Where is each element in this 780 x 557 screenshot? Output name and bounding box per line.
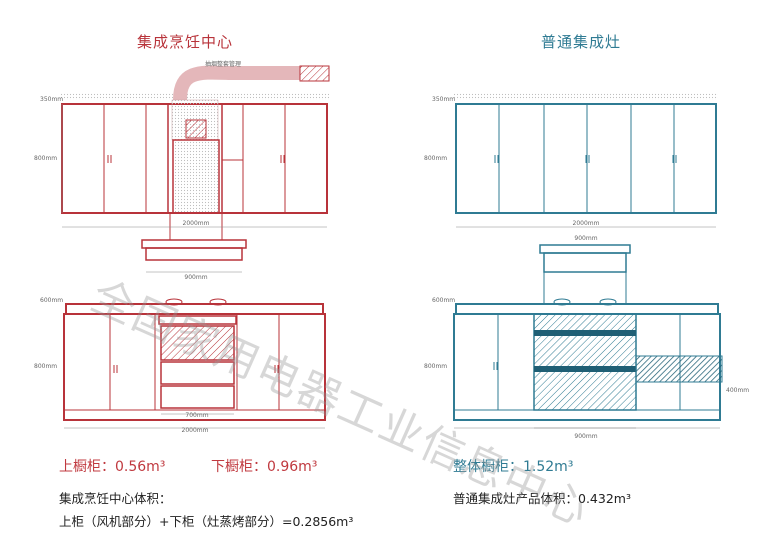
upper-cabinet-label: 上橱柜： [59, 459, 115, 475]
right-top-dim-350: 350mm [432, 96, 455, 103]
right-top-dim-2000: 2000mm [573, 220, 600, 227]
left-bottom-dim-2000: 2000mm [182, 427, 209, 434]
left-upper-cabinets [61, 65, 330, 273]
left-lower-cabinets [63, 298, 326, 429]
left-bottom-dim-600: 600mm [40, 297, 63, 304]
duct-label: 抽烟整套管理 [205, 60, 241, 68]
left-top-dim-900: 900mm [184, 274, 207, 281]
right-bottom-dim-900: 900mm [574, 433, 597, 440]
left-top-dim-2000: 2000mm [183, 220, 210, 227]
left-bottom-dim-800: 800mm [34, 363, 57, 370]
right-title: 普通集成灶 [541, 33, 622, 51]
stove-volume-note: 普通集成灶产品体积：0.432m³ [453, 491, 631, 506]
lower-cabinet-volume: 下橱柜：0.96m³ [211, 456, 317, 476]
left-top-dim-350: 350mm [40, 96, 63, 103]
left-bottom-dim-700: 700mm [185, 412, 208, 419]
right-bottom-dim-600: 600mm [432, 297, 455, 304]
left-title: 集成烹饪中心 [137, 33, 234, 51]
right-top-dim-800: 800mm [424, 155, 447, 162]
right-bottom-dim-800: 800mm [424, 363, 447, 370]
whole-cabinet-label: 整体橱柜： [453, 459, 523, 475]
whole-cabinet-volume: 整体橱柜：1.52m³ [453, 456, 573, 476]
whole-cabinet-value: 1.52m³ [523, 459, 574, 475]
lower-cabinet-value: 0.96m³ [267, 459, 318, 475]
center-volume-title: 集成烹饪中心体积： [59, 491, 172, 506]
upper-cabinet-volume: 上橱柜：0.56m³ [59, 456, 165, 476]
right-upper-cabinets [454, 93, 718, 228]
center-volume-formula: 上柜（风机部分）+下柜（灶蒸烤部分）=0.2856m³ [59, 514, 354, 529]
lower-cabinet-label: 下橱柜： [211, 459, 267, 475]
left-top-dim-800: 800mm [34, 155, 57, 162]
right-bottom-dim-400: 400mm [726, 387, 749, 394]
right-lower-cabinets [453, 244, 723, 429]
right-top-dim-900: 900mm [574, 235, 597, 242]
upper-cabinet-value: 0.56m³ [115, 459, 166, 475]
